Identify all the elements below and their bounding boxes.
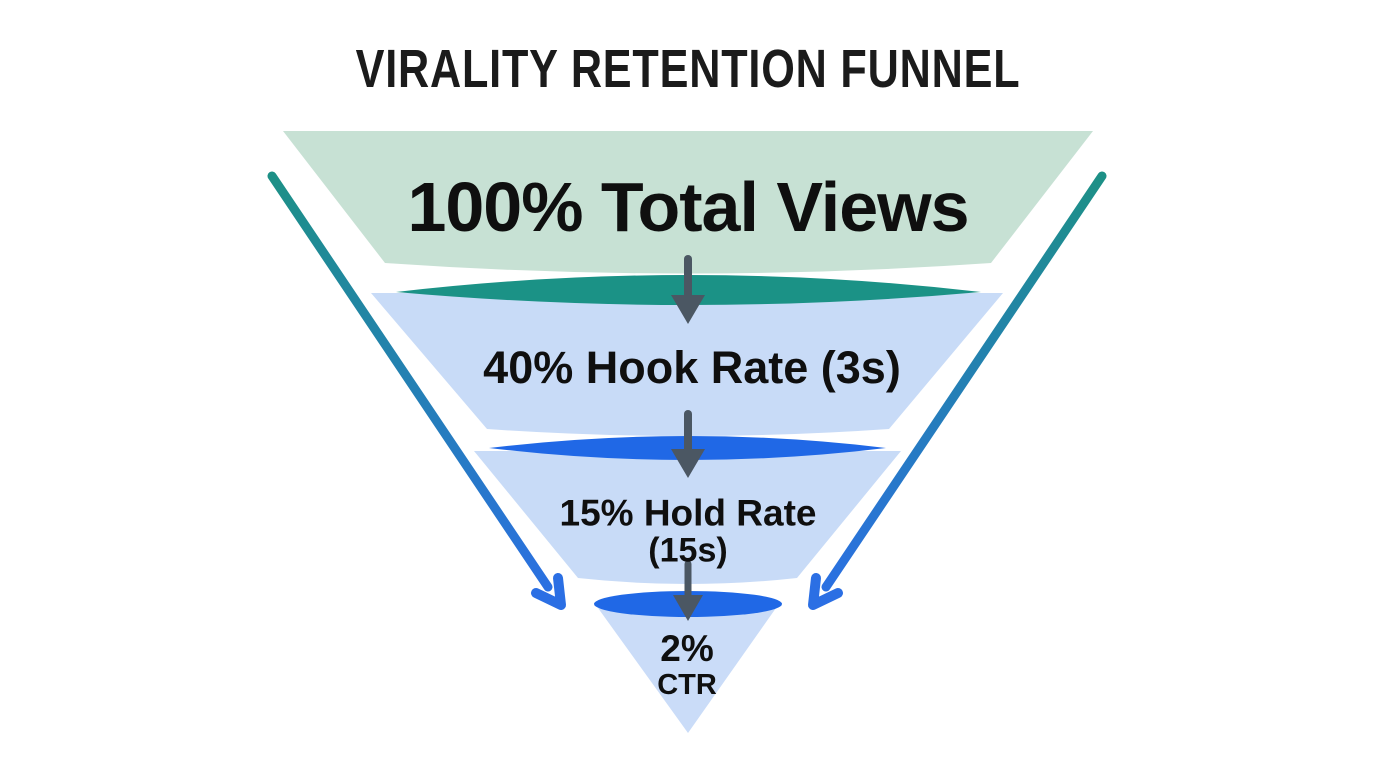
right-side-arrow-shaft bbox=[821, 171, 1107, 592]
page-title: VIRALITY RETENTION FUNNEL bbox=[355, 39, 1021, 99]
stage2-label: 40% Hook Rate (3s) bbox=[483, 342, 901, 394]
flow-arrow-stage2-to-stage3 bbox=[671, 410, 705, 478]
stage1-label: 100% Total Views bbox=[407, 167, 969, 247]
stage3-label-line1: 15% Hold Rate bbox=[559, 492, 817, 534]
funnel-stage1-total-views-shape bbox=[283, 131, 1093, 274]
stage4-label-line2: CTR bbox=[657, 669, 717, 701]
flow-arrow-2-head bbox=[671, 449, 705, 478]
funnel-stage3-hold-rate-shape bbox=[474, 451, 901, 584]
stage2-label-text: 40% Hook Rate (3s) bbox=[483, 342, 901, 393]
flow-arrow-stage3-to-stage4 bbox=[673, 560, 703, 621]
stage3-label-line2: (15s) bbox=[648, 531, 728, 570]
right-side-arrow bbox=[808, 171, 1107, 610]
left-side-arrow bbox=[267, 171, 566, 610]
right-side-arrow-head bbox=[808, 573, 843, 610]
funnel-stage4-ctr-shape bbox=[598, 608, 776, 733]
left-side-arrow-head bbox=[531, 573, 566, 610]
funnel-stage2-hook-rate-shape bbox=[371, 293, 1003, 436]
stage3-label: 15% Hold Rate (15s) bbox=[559, 493, 816, 568]
flow-arrow-stage1-to-stage2 bbox=[671, 255, 705, 324]
left-side-arrow-shaft bbox=[267, 171, 553, 592]
stage4-label-line1: 2% bbox=[660, 628, 714, 669]
stage1-label-text: 100% Total Views bbox=[407, 168, 969, 246]
stage4-label: 2% CTR bbox=[657, 630, 717, 700]
flow-arrow-3-head bbox=[673, 595, 703, 621]
flow-arrow-1-head bbox=[671, 295, 705, 324]
